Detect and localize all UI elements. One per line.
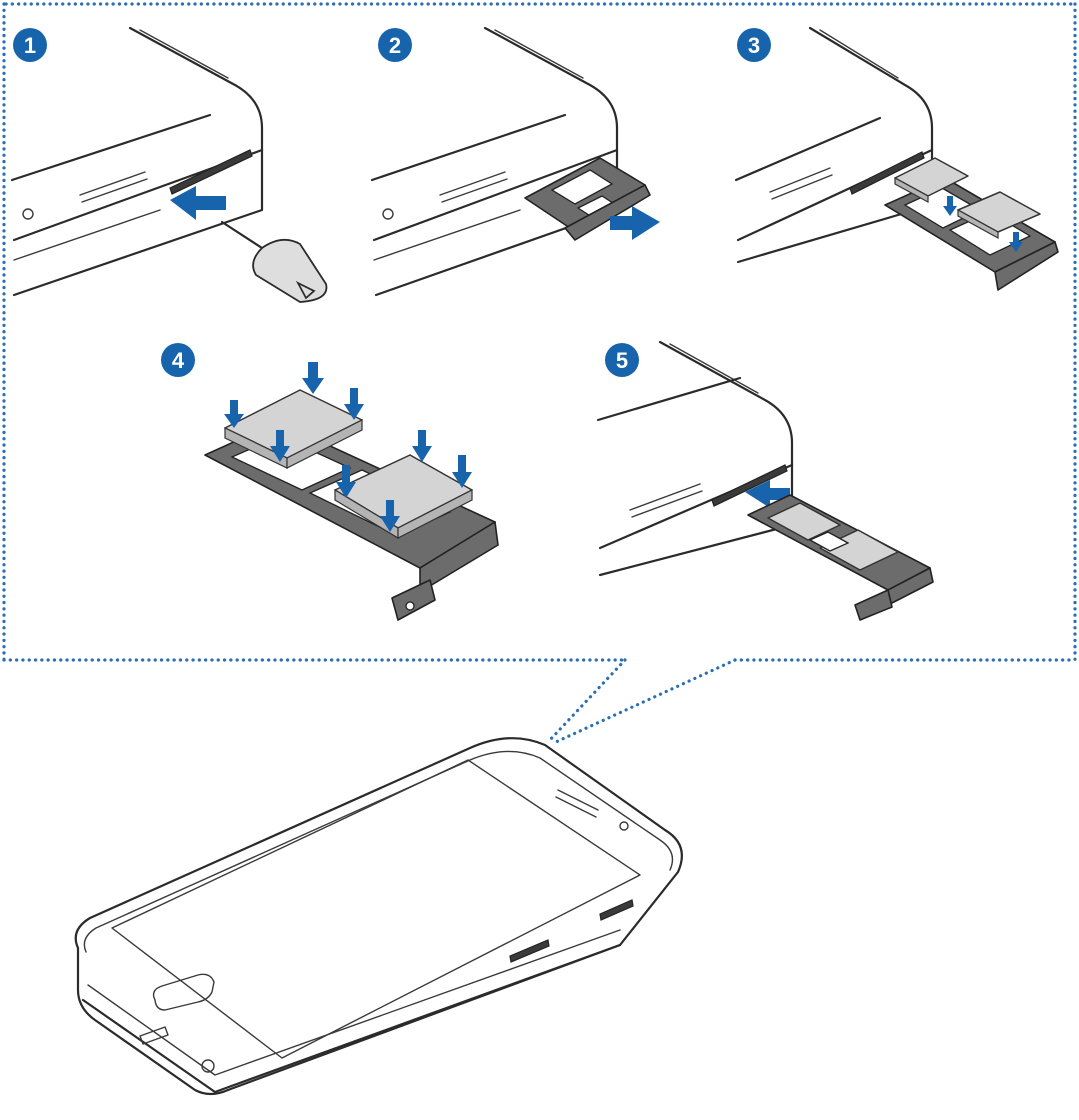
step-2-number: 2	[389, 33, 401, 58]
step-1-panel: 1	[10, 26, 328, 303]
phone-illustration	[74, 737, 683, 1096]
down-arrow-icon	[380, 500, 400, 532]
step-3-badge	[737, 28, 771, 62]
down-arrow-icon	[943, 196, 957, 216]
step-3-number: 3	[748, 33, 760, 58]
down-arrow-icon	[412, 430, 432, 462]
step-3-panel: 3	[734, 26, 1059, 291]
step-5-panel: 5	[596, 340, 934, 621]
phone-screen	[111, 759, 641, 1059]
down-arrow-icon	[452, 455, 472, 488]
dotted-callout-frame	[2, 2, 1077, 744]
step-5-number: 5	[616, 348, 628, 373]
insert-arrow-icon	[745, 480, 790, 508]
step-1-number: 1	[24, 33, 36, 58]
down-arrow-icon	[336, 465, 356, 498]
sim-card	[334, 454, 473, 540]
front-camera-icon	[619, 821, 629, 831]
down-arrow-icon	[270, 430, 290, 462]
sim-tray-slot	[169, 149, 253, 195]
step-5-badge	[605, 343, 639, 377]
headphone-jack-icon	[201, 1059, 215, 1073]
sim-tray-slot	[509, 939, 550, 963]
sim-card	[894, 157, 969, 204]
pull-arrow-icon	[610, 206, 660, 240]
sim-tray	[524, 157, 651, 241]
eject-pin-icon	[220, 220, 328, 303]
sim-tray-slot	[849, 151, 925, 195]
down-arrow-icon	[302, 362, 324, 394]
step-4-badge	[161, 343, 195, 377]
sim-card	[957, 191, 1041, 240]
step-2-badge	[378, 28, 412, 62]
step-4-panel: 4	[161, 343, 499, 621]
sim-tray-slot	[711, 464, 788, 507]
sim-tray	[747, 494, 934, 621]
sim-card	[224, 389, 363, 469]
home-button	[152, 973, 215, 1011]
step-2-panel: 2	[370, 26, 660, 297]
sim-tray	[884, 177, 1059, 291]
down-arrow-icon	[1009, 232, 1023, 252]
down-arrow-icon	[224, 400, 244, 428]
usb-port-icon	[139, 1026, 169, 1045]
sim-tray	[204, 421, 499, 621]
insert-arrow-icon	[170, 186, 226, 220]
step-1-badge	[13, 28, 47, 62]
step-4-number: 4	[172, 348, 185, 373]
down-arrow-icon	[344, 388, 364, 420]
